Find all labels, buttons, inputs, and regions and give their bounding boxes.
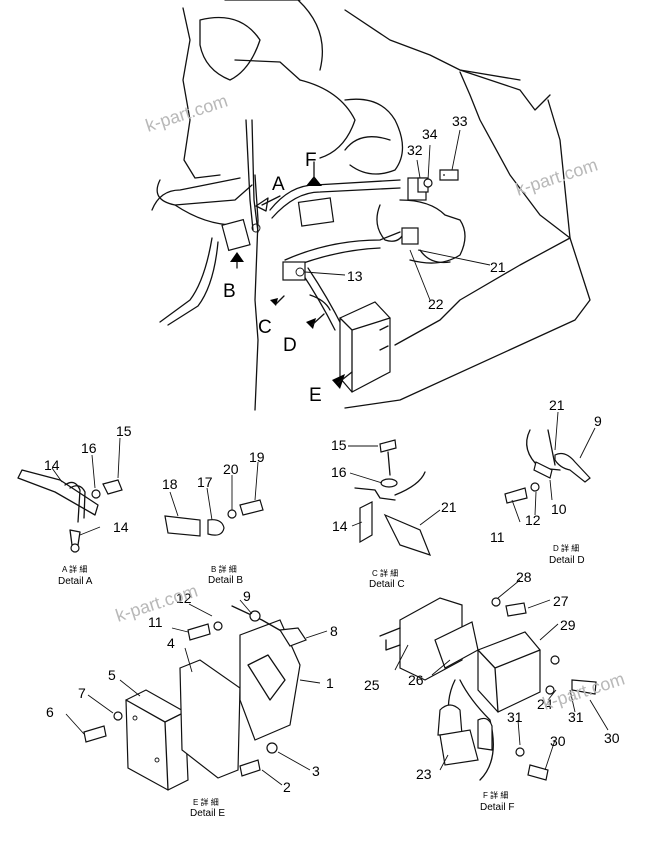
detail-f-callout-31-right: 31: [568, 709, 584, 725]
detail-f-callout-30-right: 30: [604, 730, 620, 746]
detail-a-callout-14-bottom: 14: [113, 519, 129, 535]
detail-e-title-jp: E 詳 細: [193, 797, 219, 807]
detail-d-callout-10: 10: [551, 501, 567, 517]
callout-34: 34: [422, 126, 438, 142]
detail-b-callout-20: 20: [223, 461, 239, 477]
detail-c-callout-16: 16: [331, 464, 347, 480]
detail-a-callout-14-top: 14: [44, 457, 60, 473]
detail-f-callout-26: 26: [408, 672, 424, 688]
watermark: k-part.com: [513, 155, 600, 200]
view-letter-a: A: [272, 174, 285, 195]
detail-f-callout-29: 29: [560, 617, 576, 633]
detail-c-callout-15: 15: [331, 437, 347, 453]
callout-33: 33: [452, 113, 468, 129]
view-letter-e: E: [309, 385, 322, 406]
detail-c-title-en: Detail C: [369, 579, 405, 590]
detail-e: 12 9 11 8 4 5 1 7 6 3 2 E 詳 細 Detail E: [46, 588, 338, 819]
detail-e-callout-9: 9: [243, 588, 251, 604]
view-letter-b: B: [223, 281, 236, 302]
detail-a-title-en: Detail A: [58, 576, 93, 587]
detail-a-callout-15: 15: [116, 423, 132, 439]
detail-b-callout-19: 19: [249, 449, 265, 465]
detail-c-title-jp: C 詳 細: [372, 568, 398, 578]
view-letter-d: D: [283, 335, 297, 356]
detail-f: 28 27 29 25 26 24 31 30 31 30 23 F 詳 細 D…: [364, 569, 620, 813]
detail-d-title-jp: D 詳 細: [553, 543, 579, 553]
detail-f-title-jp: F 詳 細: [483, 790, 508, 800]
detail-c-callout-14: 14: [332, 518, 348, 534]
detail-e-callout-3: 3: [312, 763, 320, 779]
detail-b-callout-17: 17: [197, 474, 213, 490]
detail-e-callout-8: 8: [330, 623, 338, 639]
detail-e-callout-6: 6: [46, 704, 54, 720]
detail-f-title-en: Detail F: [480, 802, 514, 813]
detail-f-callout-23: 23: [416, 766, 432, 782]
callout-13: 13: [347, 268, 363, 284]
detail-c: 15 16 21 14 C 詳 細 Detail C: [331, 437, 457, 590]
detail-e-callout-5: 5: [108, 667, 116, 683]
detail-a-title-jp: A 詳 細: [62, 564, 87, 574]
detail-f-callout-27: 27: [553, 593, 569, 609]
detail-e-callout-12: 12: [176, 590, 192, 606]
callout-21: 21: [490, 259, 506, 275]
callout-22: 22: [428, 296, 444, 312]
detail-b-title-en: Detail B: [208, 575, 243, 586]
detail-e-callout-7: 7: [78, 685, 86, 701]
detail-e-callout-1: 1: [326, 675, 334, 691]
detail-d-callout-12: 12: [525, 512, 541, 528]
main-view: [151, 0, 591, 411]
view-letters: A B C D E F: [223, 150, 322, 406]
detail-d-callout-21: 21: [549, 397, 565, 413]
detail-a-callout-16: 16: [81, 440, 97, 456]
detail-f-callout-25: 25: [364, 677, 380, 693]
detail-e-callout-4: 4: [167, 635, 175, 651]
detail-d-callout-9: 9: [594, 413, 602, 429]
detail-b-callout-18: 18: [162, 476, 178, 492]
detail-f-callout-28: 28: [516, 569, 532, 585]
detail-b-title-jp: B 詳 細: [211, 564, 237, 574]
detail-d: 21 9 10 11 12 D 詳 細 Detail D: [490, 397, 602, 566]
view-letter-c: C: [258, 317, 272, 338]
detail-c-callout-21: 21: [441, 499, 457, 515]
detail-e-title-en: Detail E: [190, 808, 225, 819]
view-letter-f: F: [305, 150, 317, 171]
main-callouts: 32 34 33 21 22 13: [347, 113, 506, 312]
detail-d-callout-11: 11: [490, 529, 505, 545]
callout-32: 32: [407, 142, 423, 158]
detail-f-callout-31-bottom: 31: [507, 709, 523, 725]
detail-d-title-en: Detail D: [549, 555, 585, 566]
watermark: k-part.com: [540, 669, 627, 714]
detail-e-callout-2: 2: [283, 779, 291, 795]
detail-f-callout-30-bottom: 30: [550, 733, 566, 749]
detail-f-callout-24: 24: [537, 696, 553, 712]
detail-b: 18 17 20 19 B 詳 細 Detail B: [162, 449, 265, 586]
detail-e-callout-11: 11: [148, 614, 163, 630]
detail-a: 14 16 15 14 A 詳 細 Detail A: [17, 423, 132, 587]
